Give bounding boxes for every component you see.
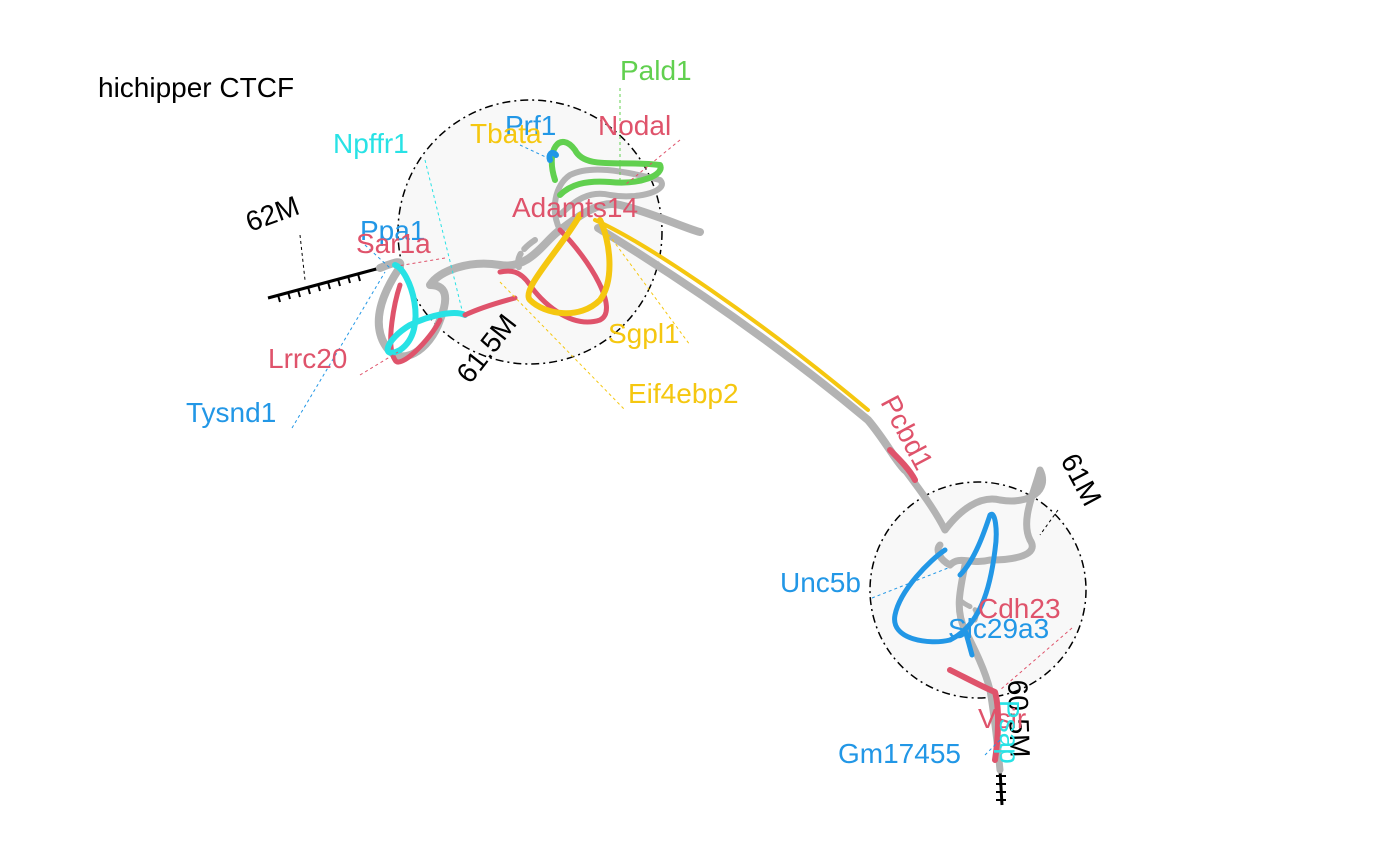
gene-label-sar1a: Sar1a <box>356 228 431 259</box>
gene-label-unc5b: Unc5b <box>780 567 861 598</box>
gene-label-gm17455: Gm17455 <box>838 738 961 769</box>
gene-label-vsir: Vsir <box>978 703 1026 734</box>
tad-circle-upper <box>397 99 663 365</box>
backbone-upper-dashed <box>515 237 538 273</box>
gene-label-sgpl1: Sgpl1 <box>608 318 680 349</box>
axis-ticks-lower <box>996 775 1006 801</box>
gene-label-tbata: Tbata <box>470 118 542 149</box>
track-npffr1 <box>384 262 468 356</box>
gene-label-nodal: Nodal <box>598 110 671 141</box>
gene-label-pald1: Pald1 <box>620 55 692 86</box>
gene-label-psap: Psap <box>994 700 1025 764</box>
gene-label-cdh23: Cdh23 <box>978 593 1061 624</box>
track-pald1 <box>548 139 664 198</box>
position-label-62M: 62M <box>241 190 303 238</box>
label-leader-lines <box>291 88 1073 756</box>
axis-ruler-62M-end <box>267 266 381 300</box>
plot-title: hichipper CTCF <box>98 72 294 103</box>
backbone-upper-knot <box>551 166 665 233</box>
position-label-61M: 61M <box>1055 448 1108 511</box>
track-slc29a3 <box>962 627 975 658</box>
position-label-60.5M: 60.5M <box>1002 679 1036 758</box>
gene-label-eif4ebp2: Eif4ebp2 <box>628 378 739 409</box>
track-pcbd1 <box>887 447 918 483</box>
track-sar1a <box>462 295 518 318</box>
genomic-axis-rulers <box>267 266 1006 806</box>
track-adamts14 <box>497 227 609 325</box>
gene-label-pcbd1: Pcbd1 <box>875 390 940 475</box>
track-eif4ebp2 <box>593 218 870 412</box>
backbone-upper <box>374 200 704 361</box>
gene-label-adamts14: Adamts14 <box>512 192 638 223</box>
gene-label-npffr1: Npffr1 <box>333 128 409 159</box>
track-unc5b <box>892 511 999 645</box>
track-lrrc20 <box>388 282 443 365</box>
backbone-lower-knot <box>901 466 1046 569</box>
gene-tracks <box>384 139 1002 763</box>
gene-label-slc29a3: Slc29a3 <box>948 613 1049 644</box>
track-tbata <box>525 212 613 317</box>
gene-label-prf1: Prf1 <box>505 110 556 141</box>
gene-label-tysnd1: Tysnd1 <box>186 397 276 428</box>
axis-ticks-upper <box>277 273 361 303</box>
gene-label-lrrc20: Lrrc20 <box>268 343 347 374</box>
track-vsir <box>947 667 1002 763</box>
gene-label-ppa1: Ppa1 <box>360 215 425 246</box>
